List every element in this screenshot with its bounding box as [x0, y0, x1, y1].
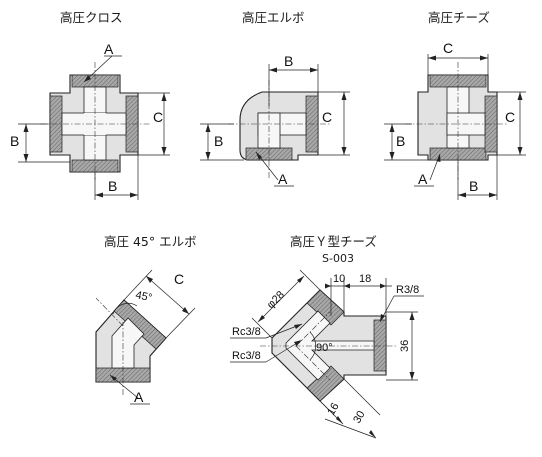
ytee-dim-30: 30 — [351, 409, 368, 426]
elbow45-figure: 高圧 45° エルボ 45° C A — [95, 234, 197, 405]
tee-dim-c-top: C — [443, 40, 453, 56]
elbow45-title: 高圧 45° エルボ — [104, 234, 197, 249]
elbow-figure: 高圧エルボ B C B A — [200, 10, 350, 187]
ytee-model: S-003 — [322, 252, 354, 265]
cross-title: 高圧クロス — [60, 10, 123, 25]
elbow-dim-b: B — [284, 53, 293, 69]
elbow45-dim-c: C — [174, 271, 184, 287]
elbow45-label-a: A — [134, 389, 144, 405]
ytee-bore — [285, 310, 375, 381]
tee-dim-c-side: C — [505, 109, 515, 125]
tee-dim-b-bottom: B — [469, 178, 478, 194]
cross-dim-b-bottom: B — [108, 178, 117, 194]
ytee-title: 高圧Ｙ型チーズ — [290, 234, 377, 249]
ytee-dim-10: 10 — [333, 273, 345, 285]
ytee-dim-16: 16 — [325, 401, 342, 418]
cross-dim-b-side: B — [10, 133, 19, 149]
ytee-rc-upper: Rc3/8 — [232, 326, 261, 338]
elbow-title: 高圧エルボ — [242, 10, 305, 25]
tee-figure: 高圧チーズ C C B B — [384, 10, 526, 200]
tee-dim-b-side: B — [396, 133, 405, 149]
ytee-rc-lower: Rc3/8 — [232, 350, 261, 362]
elbow-dim-c: C — [322, 109, 332, 125]
ytee-figure: 高圧Ｙ型チーズ S-003 φ28 10 18 R3/8 — [230, 234, 424, 439]
cross-label-a: A — [104, 41, 114, 57]
tee-label-a: A — [418, 171, 428, 187]
elbow-label-a: A — [278, 171, 288, 187]
ytee-r38: R3/8 — [396, 284, 419, 296]
cross-dim-c: C — [153, 109, 163, 125]
cross-figure: 高圧クロス C B B — [10, 10, 170, 200]
ytee-angle: 90° — [316, 342, 333, 354]
elbow-dim-b-side: B — [214, 133, 223, 149]
ytee-dim-18: 18 — [359, 273, 371, 285]
ytee-port-right — [373, 319, 387, 372]
elbow45-angle: 45° — [134, 289, 153, 304]
tee-title: 高圧チーズ — [428, 10, 490, 25]
ytee-phi: φ28 — [265, 289, 287, 311]
elbow45-bore — [111, 317, 145, 369]
ytee-dim-36: 36 — [399, 340, 411, 352]
